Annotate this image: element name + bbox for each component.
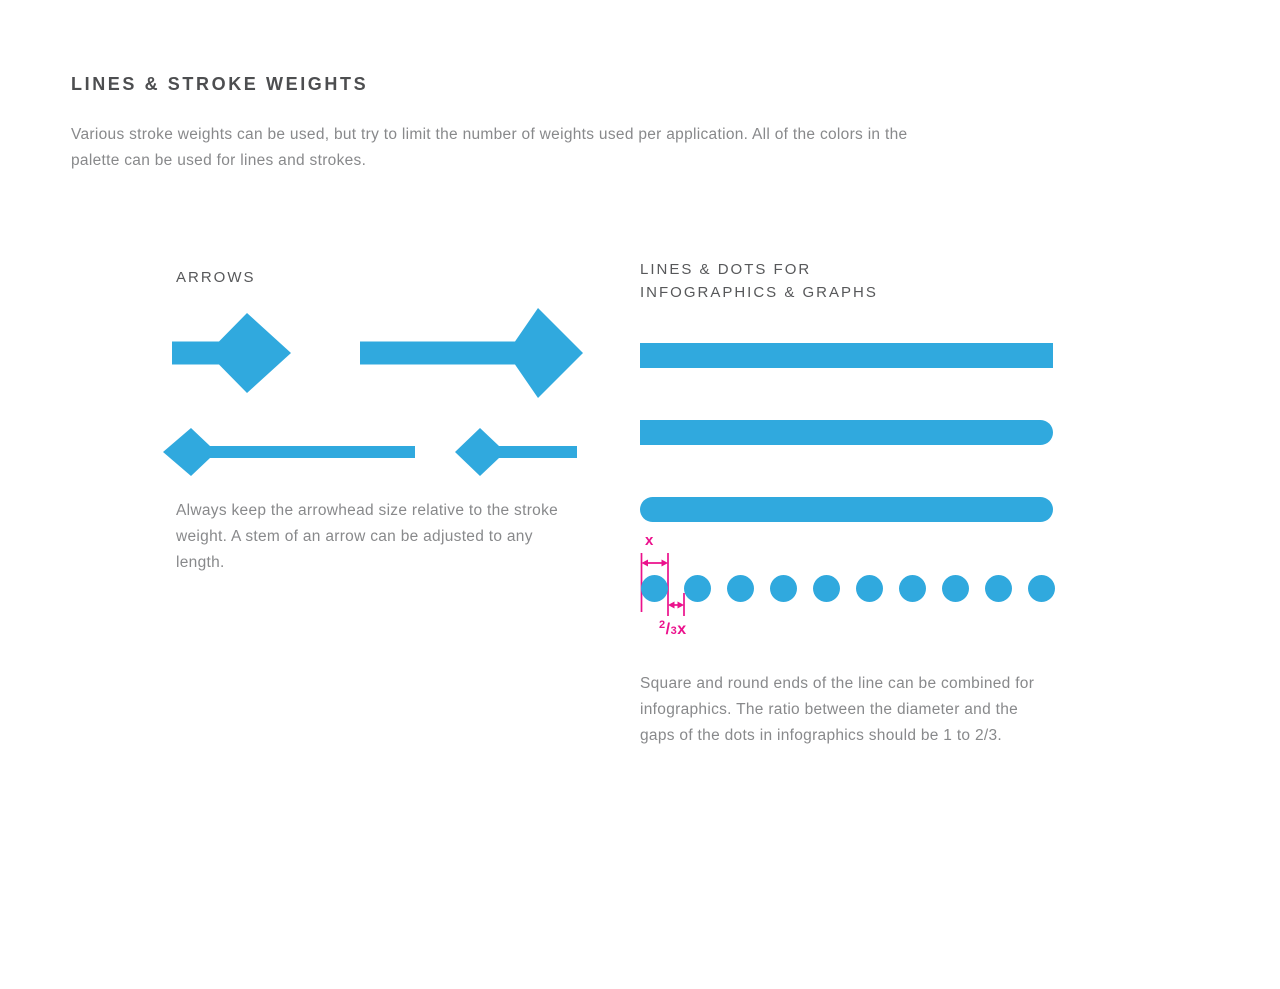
arrows-section-label: ARROWS <box>176 269 256 286</box>
thick-short-right-arrow <box>172 313 291 393</box>
gap-fraction-denominator: 3 <box>670 625 678 637</box>
gap-fraction-numerator: 2 <box>659 619 666 631</box>
infographic-dot <box>985 575 1012 602</box>
thin-long-left-arrow <box>163 428 415 476</box>
lines-caption-line-1: Square and round ends of the line can be… <box>640 675 1035 692</box>
lines-caption: Square and round ends of the line can be… <box>640 671 1034 749</box>
lines-caption-line-3: gaps of the dots in infographics should … <box>640 727 1003 744</box>
infographic-dot <box>727 575 754 602</box>
infographic-dot <box>684 575 711 602</box>
infographic-dot <box>641 575 668 602</box>
intro-line-2: palette can be used for lines and stroke… <box>71 152 367 169</box>
infographic-line-square-square <box>640 343 1053 368</box>
infographic-dot <box>813 575 840 602</box>
dots-row <box>641 575 1055 602</box>
gap-fraction-slash: / <box>665 621 671 638</box>
infographic-dot <box>942 575 969 602</box>
infographic-lines <box>640 343 1053 574</box>
infographic-line-square-round <box>640 420 1053 445</box>
lines-section-label-line-1: LINES & DOTS FOR <box>640 261 812 278</box>
infographic-dot <box>856 575 883 602</box>
intro-paragraph: Various stroke weights can be used, but … <box>71 122 907 174</box>
infographic-dot <box>1028 575 1055 602</box>
thin-short-left-arrow <box>455 428 577 476</box>
lines-section-label: LINES & DOTS FOR INFOGRAPHICS & GRAPHS <box>640 258 878 304</box>
thick-long-right-arrow <box>360 308 583 398</box>
page-title: LINES & STROKE WEIGHTS <box>71 74 369 94</box>
gap-fraction-suffix: x <box>677 621 687 638</box>
arrows-caption: Always keep the arrowhead size relative … <box>176 498 558 576</box>
infographic-dot <box>770 575 797 602</box>
arrows-caption-line-1: Always keep the arrowhead size relative … <box>176 502 559 519</box>
infographic-dot <box>899 575 926 602</box>
infographic-line-round-round <box>640 497 1053 522</box>
diameter-measure-label: x <box>645 532 654 549</box>
lines-section-label-line-2: INFOGRAPHICS & GRAPHS <box>640 284 878 301</box>
arrows-caption-line-3: length. <box>176 554 225 571</box>
lines-caption-line-2: infographics. The ratio between the diam… <box>640 701 1019 718</box>
arrows-caption-line-2: weight. A stem of an arrow can be adjust… <box>176 528 533 545</box>
intro-line-1: Various stroke weights can be used, but … <box>71 126 908 143</box>
gap-measure-label: 2/3x <box>659 619 687 639</box>
